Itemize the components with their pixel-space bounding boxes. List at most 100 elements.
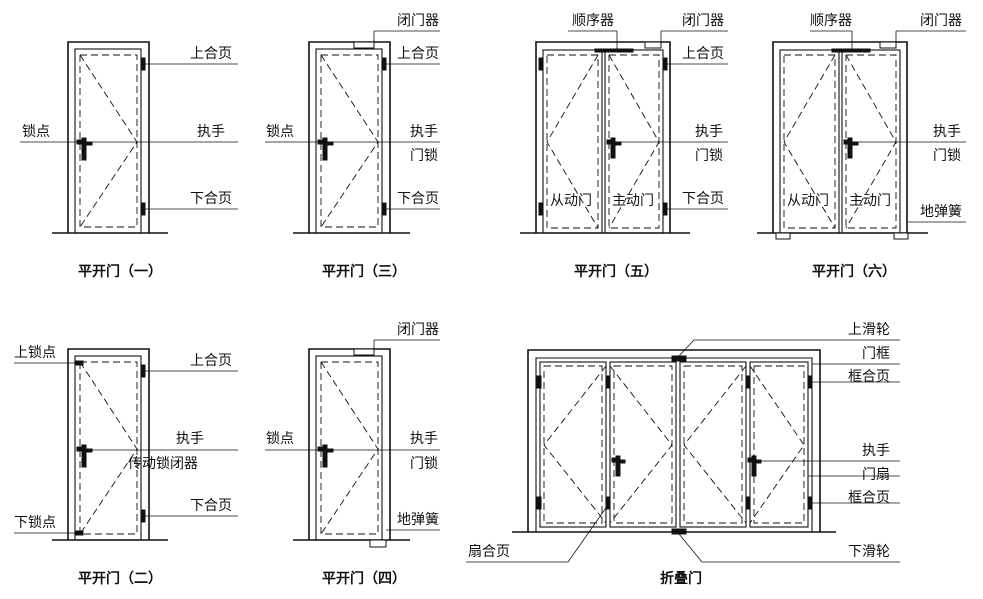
caption: 折叠门 bbox=[660, 570, 702, 587]
label-handle: 执手 bbox=[197, 124, 225, 140]
floor-spring-right bbox=[893, 232, 909, 240]
handle-lock bbox=[317, 444, 334, 468]
passive-leaf bbox=[542, 49, 603, 234]
opening-direction bbox=[320, 361, 379, 535]
label-floor-spring: 地弹簧 bbox=[920, 204, 962, 220]
label-leaf-hinge: 扇合页 bbox=[468, 544, 510, 560]
label-top-hinge: 上合页 bbox=[397, 46, 439, 62]
door-frame bbox=[772, 41, 908, 233]
caption: 平开门（二） bbox=[78, 570, 162, 587]
bottom-hinge bbox=[140, 202, 146, 216]
opening-direction bbox=[79, 54, 138, 228]
door-4: 闭门器 锁点 执手 门锁 地弹簧 平开门（四） bbox=[265, 322, 440, 587]
door-leaf bbox=[74, 48, 142, 234]
handle-lock bbox=[606, 137, 622, 159]
label-bottom-lock-point: 下锁点 bbox=[14, 515, 56, 531]
label-closer: 闭门器 bbox=[682, 13, 724, 29]
folding-leaf-3 bbox=[679, 361, 747, 528]
label-door-lock: 门锁 bbox=[695, 148, 723, 164]
handle-left bbox=[611, 455, 626, 477]
door-frame bbox=[308, 348, 391, 540]
door-1: 上合页 锁点 执手 下合页 平开门（一） bbox=[20, 41, 238, 280]
folding-leaf-2 bbox=[609, 361, 677, 528]
active-leaf bbox=[604, 49, 664, 234]
label-lock-point: 锁点 bbox=[266, 431, 294, 447]
door-frame bbox=[535, 41, 671, 233]
leaf-hinge bbox=[605, 496, 611, 510]
door-closer bbox=[879, 41, 897, 49]
label-passive-leaf: 从动门 bbox=[787, 193, 829, 209]
bottom-hinge bbox=[381, 202, 387, 216]
frame-hinge-top bbox=[807, 375, 813, 389]
label-sequencer: 顺序器 bbox=[810, 13, 852, 29]
caption: 平开门（三） bbox=[322, 263, 406, 280]
label-closer: 闭门器 bbox=[920, 13, 962, 29]
label-handle: 执手 bbox=[862, 443, 890, 459]
door-closer bbox=[644, 41, 662, 49]
label-handle: 执手 bbox=[410, 431, 438, 447]
top-hinge bbox=[140, 57, 146, 71]
label-transmission-lock: 传动锁闭器 bbox=[128, 456, 198, 472]
label-active-leaf: 主动门 bbox=[612, 193, 654, 209]
label-frame-hinge-top: 框合页 bbox=[848, 369, 890, 385]
label-handle: 执手 bbox=[176, 431, 204, 447]
bottom-hinge bbox=[662, 202, 668, 216]
label-closer: 闭门器 bbox=[397, 322, 439, 338]
floor-spring bbox=[369, 539, 387, 548]
label-top-hinge: 上合页 bbox=[190, 46, 232, 62]
bottom-hinge bbox=[140, 509, 146, 523]
door-frame bbox=[67, 41, 150, 233]
caption: 平开门（四） bbox=[322, 570, 406, 587]
door-frame bbox=[308, 41, 391, 233]
door-frame bbox=[67, 348, 150, 540]
opening-direction bbox=[320, 54, 379, 228]
top-hinge bbox=[381, 57, 387, 71]
label-door-lock: 门锁 bbox=[410, 148, 438, 164]
label-lock-point: 锁点 bbox=[22, 124, 50, 140]
label-door-lock: 门锁 bbox=[933, 148, 961, 164]
label-top-lock-point: 上锁点 bbox=[14, 345, 56, 361]
door-leaf bbox=[74, 355, 142, 541]
folding-leaf-4 bbox=[749, 361, 809, 528]
door-leaf bbox=[315, 355, 383, 541]
label-top-hinge: 上合页 bbox=[682, 46, 724, 62]
door-6: 顺序器 闭门器 执手 门锁 从动门 主动门 地弹簧 平开门（六） bbox=[757, 13, 966, 280]
door-closer bbox=[353, 348, 375, 356]
handle-right bbox=[747, 455, 762, 477]
door-frame bbox=[527, 349, 821, 532]
label-top-hinge: 上合页 bbox=[190, 353, 232, 369]
door-closer bbox=[353, 41, 375, 49]
label-door-lock: 门锁 bbox=[410, 456, 438, 472]
door-2: 上锁点 上合页 执手 传动锁闭器 下锁点 下合页 平开门（二） bbox=[14, 345, 238, 587]
caption: 平开门（一） bbox=[78, 263, 162, 280]
passive-leaf bbox=[779, 49, 840, 234]
top-hinge bbox=[662, 57, 668, 71]
opening-direction bbox=[79, 361, 138, 535]
label-lock-point: 锁点 bbox=[266, 124, 294, 140]
label-bottom-hinge: 下合页 bbox=[190, 191, 232, 207]
label-frame-hinge-bottom: 框合页 bbox=[848, 490, 890, 506]
label-bottom-hinge: 下合页 bbox=[682, 191, 724, 207]
handle-transmission-lock bbox=[76, 444, 93, 468]
label-handle: 执手 bbox=[933, 124, 961, 140]
door-leaf bbox=[315, 48, 383, 234]
label-door-frame: 门框 bbox=[862, 346, 890, 362]
bottom-roller bbox=[671, 528, 687, 535]
label-sequencer: 顺序器 bbox=[572, 13, 614, 29]
top-hinge bbox=[140, 364, 146, 378]
caption: 平开门（六） bbox=[812, 263, 896, 280]
door-3: 闭门器 上合页 锁点 执手 门锁 下合页 平开门（三） bbox=[265, 13, 440, 280]
floor-spring-left bbox=[775, 232, 791, 240]
label-handle: 执手 bbox=[695, 124, 723, 140]
label-door-leaf: 门扇 bbox=[862, 467, 890, 483]
handle-lock bbox=[843, 137, 859, 159]
label-active-leaf: 主动门 bbox=[849, 193, 891, 209]
active-leaf bbox=[841, 49, 901, 234]
handle-lock bbox=[317, 137, 334, 161]
label-passive-leaf: 从动门 bbox=[550, 193, 592, 209]
sequencer bbox=[594, 48, 634, 53]
folding-door: 上滑轮 门框 框合页 执手 门扇 框合页 扇合页 下滑轮 折叠门 bbox=[466, 321, 900, 587]
sequencer bbox=[831, 48, 871, 53]
label-top-roller: 上滑轮 bbox=[848, 321, 890, 338]
